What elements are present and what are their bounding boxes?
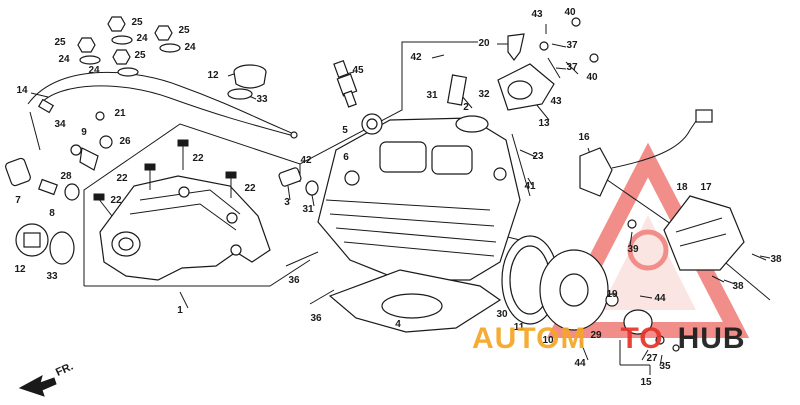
callout-c25c: 25	[54, 37, 66, 48]
callout-c31b: 31	[302, 204, 314, 215]
callout-c39: 39	[627, 244, 639, 255]
callout-c9: 9	[81, 127, 87, 138]
callout-c22c: 22	[244, 183, 256, 194]
callout-c24d: 24	[88, 65, 100, 76]
callout-c42b: 42	[300, 155, 312, 166]
head-cover	[99, 175, 271, 281]
callout-c37b: 37	[566, 62, 578, 73]
callout-c38a: 38	[770, 254, 782, 265]
intake-manifold	[446, 17, 599, 111]
callout-c30: 30	[496, 309, 508, 320]
callout-c4: 4	[395, 319, 401, 330]
stud-23	[511, 133, 531, 197]
side-cover-30	[501, 235, 680, 352]
left-small-parts	[5, 111, 113, 265]
callout-c35: 35	[659, 361, 671, 372]
callout-c24b: 24	[184, 42, 196, 53]
callout-c1: 1	[177, 305, 183, 316]
callout-c31a: 31	[426, 90, 438, 101]
callout-c24a: 24	[136, 33, 148, 44]
watermark-text-left: AUTOM	[472, 322, 587, 355]
callout-c42a: 42	[410, 52, 422, 63]
callout-c25b: 25	[178, 25, 190, 36]
callout-c6: 6	[343, 152, 349, 163]
callout-c18: 18	[676, 182, 688, 193]
callout-c8: 8	[49, 208, 55, 219]
part-3	[278, 167, 319, 196]
cylinder-head	[317, 113, 521, 281]
callout-c40b: 40	[586, 72, 598, 83]
callout-c17: 17	[700, 182, 712, 193]
callout-c34: 34	[54, 119, 66, 130]
callout-c32: 32	[478, 89, 490, 100]
callout-c22a: 22	[192, 153, 204, 164]
callout-c11: 11	[514, 322, 525, 333]
callout-c14: 14	[16, 85, 28, 96]
callout-c44b: 44	[574, 358, 586, 369]
cable-14	[27, 72, 298, 151]
callout-c22d: 22	[110, 195, 122, 206]
gasket-4	[328, 269, 502, 333]
callout-c12b: 12	[14, 264, 26, 275]
callout-labels: 1234567891011121213141516171819202122222…	[14, 7, 782, 388]
callout-c36b: 36	[310, 313, 322, 324]
callout-c2: 2	[463, 102, 469, 113]
callout-c36a: 36	[288, 275, 300, 286]
callout-c33b: 33	[46, 271, 58, 282]
callout-c19: 19	[606, 289, 618, 300]
callout-c21: 21	[114, 108, 126, 119]
callout-c44a: 44	[654, 293, 666, 304]
callout-c26: 26	[119, 136, 131, 147]
callout-c3: 3	[284, 197, 290, 208]
callout-c29: 29	[590, 330, 602, 341]
cap-12-top	[227, 64, 267, 100]
callout-c5: 5	[342, 125, 348, 136]
callout-c43b: 43	[550, 96, 562, 107]
callout-c38b: 38	[732, 281, 744, 292]
callout-c24c: 24	[58, 54, 70, 65]
callout-c27: 27	[646, 353, 658, 364]
bolts-22	[93, 139, 237, 217]
watermark-text-right: TO	[620, 322, 664, 355]
electric-unit	[579, 109, 767, 283]
callout-c20: 20	[478, 38, 490, 49]
fasteners-25-24	[77, 16, 181, 77]
callout-c7: 7	[15, 195, 21, 206]
callout-c25a: 25	[131, 17, 143, 28]
callout-c16: 16	[578, 132, 590, 143]
callout-c22b: 22	[116, 173, 128, 184]
watermark-text-hub: HUB	[677, 322, 746, 355]
dowels-36	[285, 251, 335, 305]
callout-c45: 45	[352, 65, 364, 76]
callout-c23: 23	[532, 151, 544, 162]
callout-c12a: 12	[207, 70, 219, 81]
watermark-text: AUTOM TO HUB	[472, 322, 746, 356]
callout-c43a: 43	[531, 9, 543, 20]
callout-c37a: 37	[566, 40, 578, 51]
callout-c13: 13	[538, 118, 550, 129]
callout-c10: 10	[542, 335, 554, 346]
callout-c40a: 40	[564, 7, 576, 18]
callout-c33a: 33	[256, 94, 268, 105]
callout-c15: 15	[640, 377, 652, 388]
callout-c41: 41	[524, 181, 536, 192]
direction-arrow-icon	[18, 374, 57, 397]
callout-c28: 28	[60, 171, 72, 182]
callout-c25d: 25	[134, 50, 146, 61]
spark-plug-45	[333, 59, 358, 108]
